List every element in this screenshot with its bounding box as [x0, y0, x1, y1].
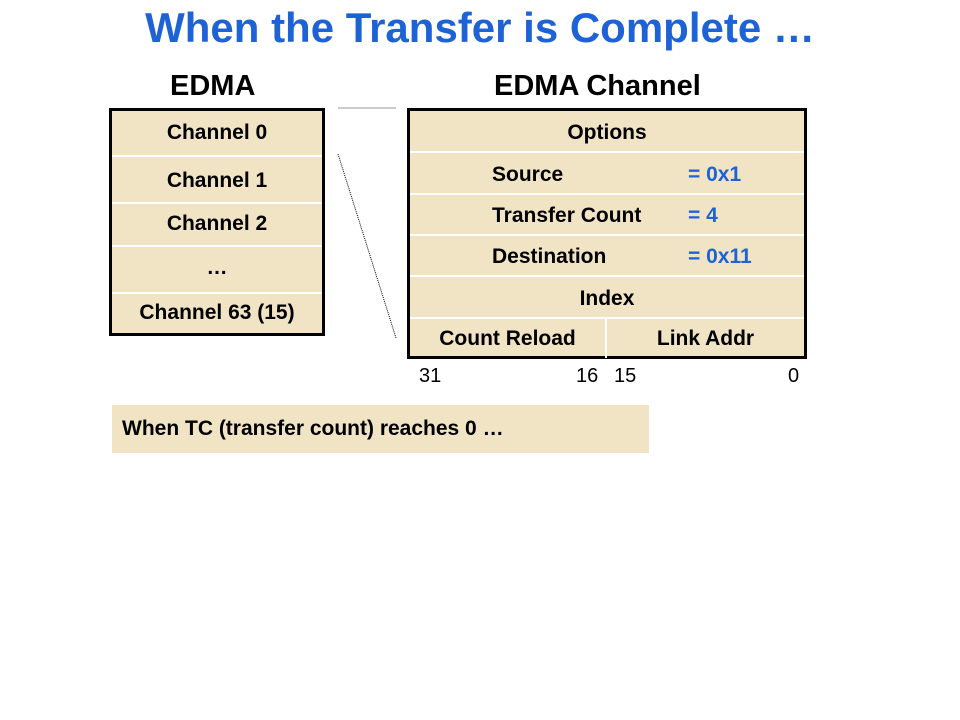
count-link-divider: [605, 318, 607, 358]
transfer-count-value: = 4: [688, 204, 718, 227]
options-cell: Options: [567, 121, 647, 144]
destination-value: = 0x11: [688, 245, 752, 268]
edma-heading: EDMA: [170, 70, 256, 102]
count-reload-cell: Count Reload: [439, 327, 576, 350]
source-value: = 0x1: [688, 163, 742, 186]
link-addr-cell: Link Addr: [656, 327, 755, 350]
edma-channel-params: Options Source = 0x1 Transfer Count = 4 …: [407, 108, 807, 359]
index-cell: Index: [579, 287, 635, 310]
edma-channel-heading: EDMA Channel: [494, 70, 701, 102]
connector-diagonal-line: [337, 153, 397, 339]
channel-1-cell: Channel 1: [166, 169, 268, 192]
bit-16-label: 16: [576, 365, 599, 387]
source-label: Source: [492, 163, 564, 186]
bit-15-label: 15: [614, 365, 637, 387]
page-title: When the Transfer is Complete …: [145, 4, 815, 51]
bit-31-label: 31: [419, 365, 442, 387]
transfer-count-label: Transfer Count: [492, 204, 642, 227]
ellipsis-cell: …: [206, 256, 228, 279]
bit-0-label: 0: [788, 365, 800, 387]
destination-label: Destination: [492, 245, 607, 268]
channel-2-cell: Channel 2: [166, 212, 268, 235]
channel-63-cell: Channel 63 (15): [139, 301, 295, 324]
edma-channel-list: Channel 0 Channel 1 Channel 2 … Channel …: [109, 108, 325, 336]
channel-0-cell: Channel 0: [166, 121, 268, 144]
transfer-complete-note: When TC (transfer count) reaches 0 …: [112, 405, 649, 453]
